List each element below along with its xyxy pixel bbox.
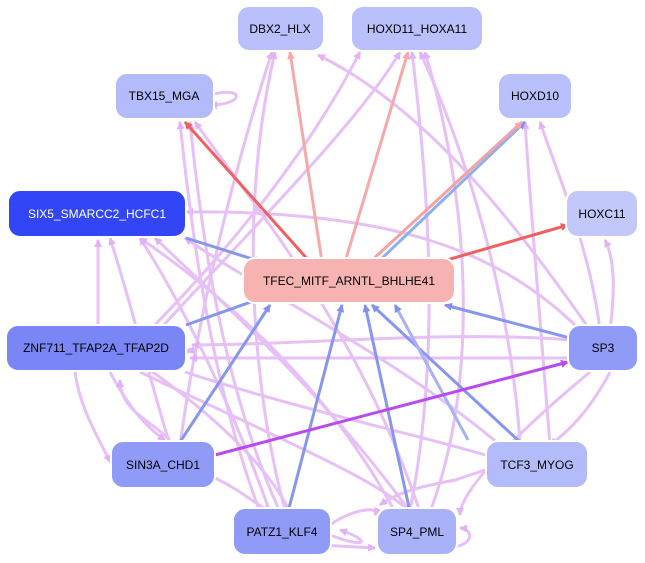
node-tfec-mitf-arntl-bhlhe41[interactable]: TFEC_MITF_ARNTL_BHLHE41: [242, 257, 456, 304]
edge: [186, 121, 282, 513]
node-label: SP4_PML: [390, 525, 444, 539]
edge: [370, 303, 522, 444]
edge: [138, 237, 272, 513]
edge: [418, 51, 522, 443]
node-dbx2-hlx[interactable]: DBX2_HLX: [236, 5, 325, 52]
node-patz1-klf4[interactable]: PATZ1_KLF4: [232, 507, 332, 556]
edge: [185, 236, 263, 264]
edge: [176, 121, 262, 513]
node-hoxd11-hoxa11[interactable]: HOXD11_HOXA11: [350, 5, 484, 52]
node-six5-smarcc2-hcfc1[interactable]: SIX5_SMARCC2_HCFC1: [7, 189, 187, 238]
node-label: SP3: [592, 341, 615, 355]
edges-layer: [73, 51, 615, 552]
node-label: TCF3_MYOG: [500, 458, 573, 472]
edge: [287, 51, 324, 263]
node-label: SIN3A_CHD1: [126, 458, 200, 472]
edge: [329, 528, 363, 545]
edge: [183, 121, 312, 263]
node-znf711-tfap2a-tfap2d[interactable]: ZNF711_TFAP2A_TFAP2D: [5, 324, 187, 372]
edge: [329, 506, 382, 527]
edge: [603, 239, 615, 331]
edge: [138, 51, 362, 342]
node-sp3[interactable]: SP3: [567, 324, 639, 372]
edge: [148, 51, 402, 342]
edge: [191, 335, 571, 349]
edge: [178, 51, 274, 446]
node-label: ZNF711_TFAP2A_TFAP2D: [23, 341, 169, 355]
node-tbx15-mga[interactable]: TBX15_MGA: [114, 72, 215, 120]
edge: [73, 371, 112, 463]
node-label: HOXD10: [511, 89, 559, 103]
node-sin3a-chd1[interactable]: SIN3A_CHD1: [110, 440, 216, 489]
node-label: TBX15_MGA: [129, 89, 200, 103]
edge: [379, 463, 501, 507]
node-hoxc11[interactable]: HOXC11: [565, 189, 639, 238]
edge: [153, 236, 412, 513]
node-hoxd10[interactable]: HOXD10: [497, 72, 573, 120]
edge: [393, 304, 470, 441]
edge: [549, 371, 612, 447]
node-label: HOXD11_HOXA11: [367, 22, 468, 36]
nodes-layer: DBX2_HLX HOXD11_HOXA11 TBX15_MGA HOXD10 …: [5, 5, 639, 556]
edge: [423, 51, 465, 513]
node-sp4-pml[interactable]: SP4_PML: [376, 507, 458, 556]
node-label: TFEC_MITF_ARNTL_BHLHE41: [263, 274, 435, 288]
edge: [343, 51, 410, 263]
edge: [184, 236, 501, 447]
edge: [184, 370, 496, 460]
edge: [214, 359, 569, 457]
node-label: HOXC11: [578, 207, 625, 221]
edge: [286, 304, 345, 513]
edge: [139, 236, 397, 513]
edge: [116, 379, 172, 442]
edge: [521, 121, 552, 446]
edge: [139, 370, 412, 514]
node-label: SIX5_SMARCC2_HCFC1: [28, 207, 166, 221]
node-label: DBX2_HLX: [249, 22, 310, 36]
edge: [439, 223, 569, 264]
edge: [176, 304, 272, 446]
edge: [214, 476, 271, 514]
edge: [444, 302, 571, 340]
node-label: PATZ1_KLF4: [247, 525, 318, 539]
edge: [368, 120, 524, 264]
edge: [376, 120, 527, 264]
edge: [209, 90, 238, 109]
node-tcf3-myog[interactable]: TCF3_MYOG: [485, 440, 589, 489]
